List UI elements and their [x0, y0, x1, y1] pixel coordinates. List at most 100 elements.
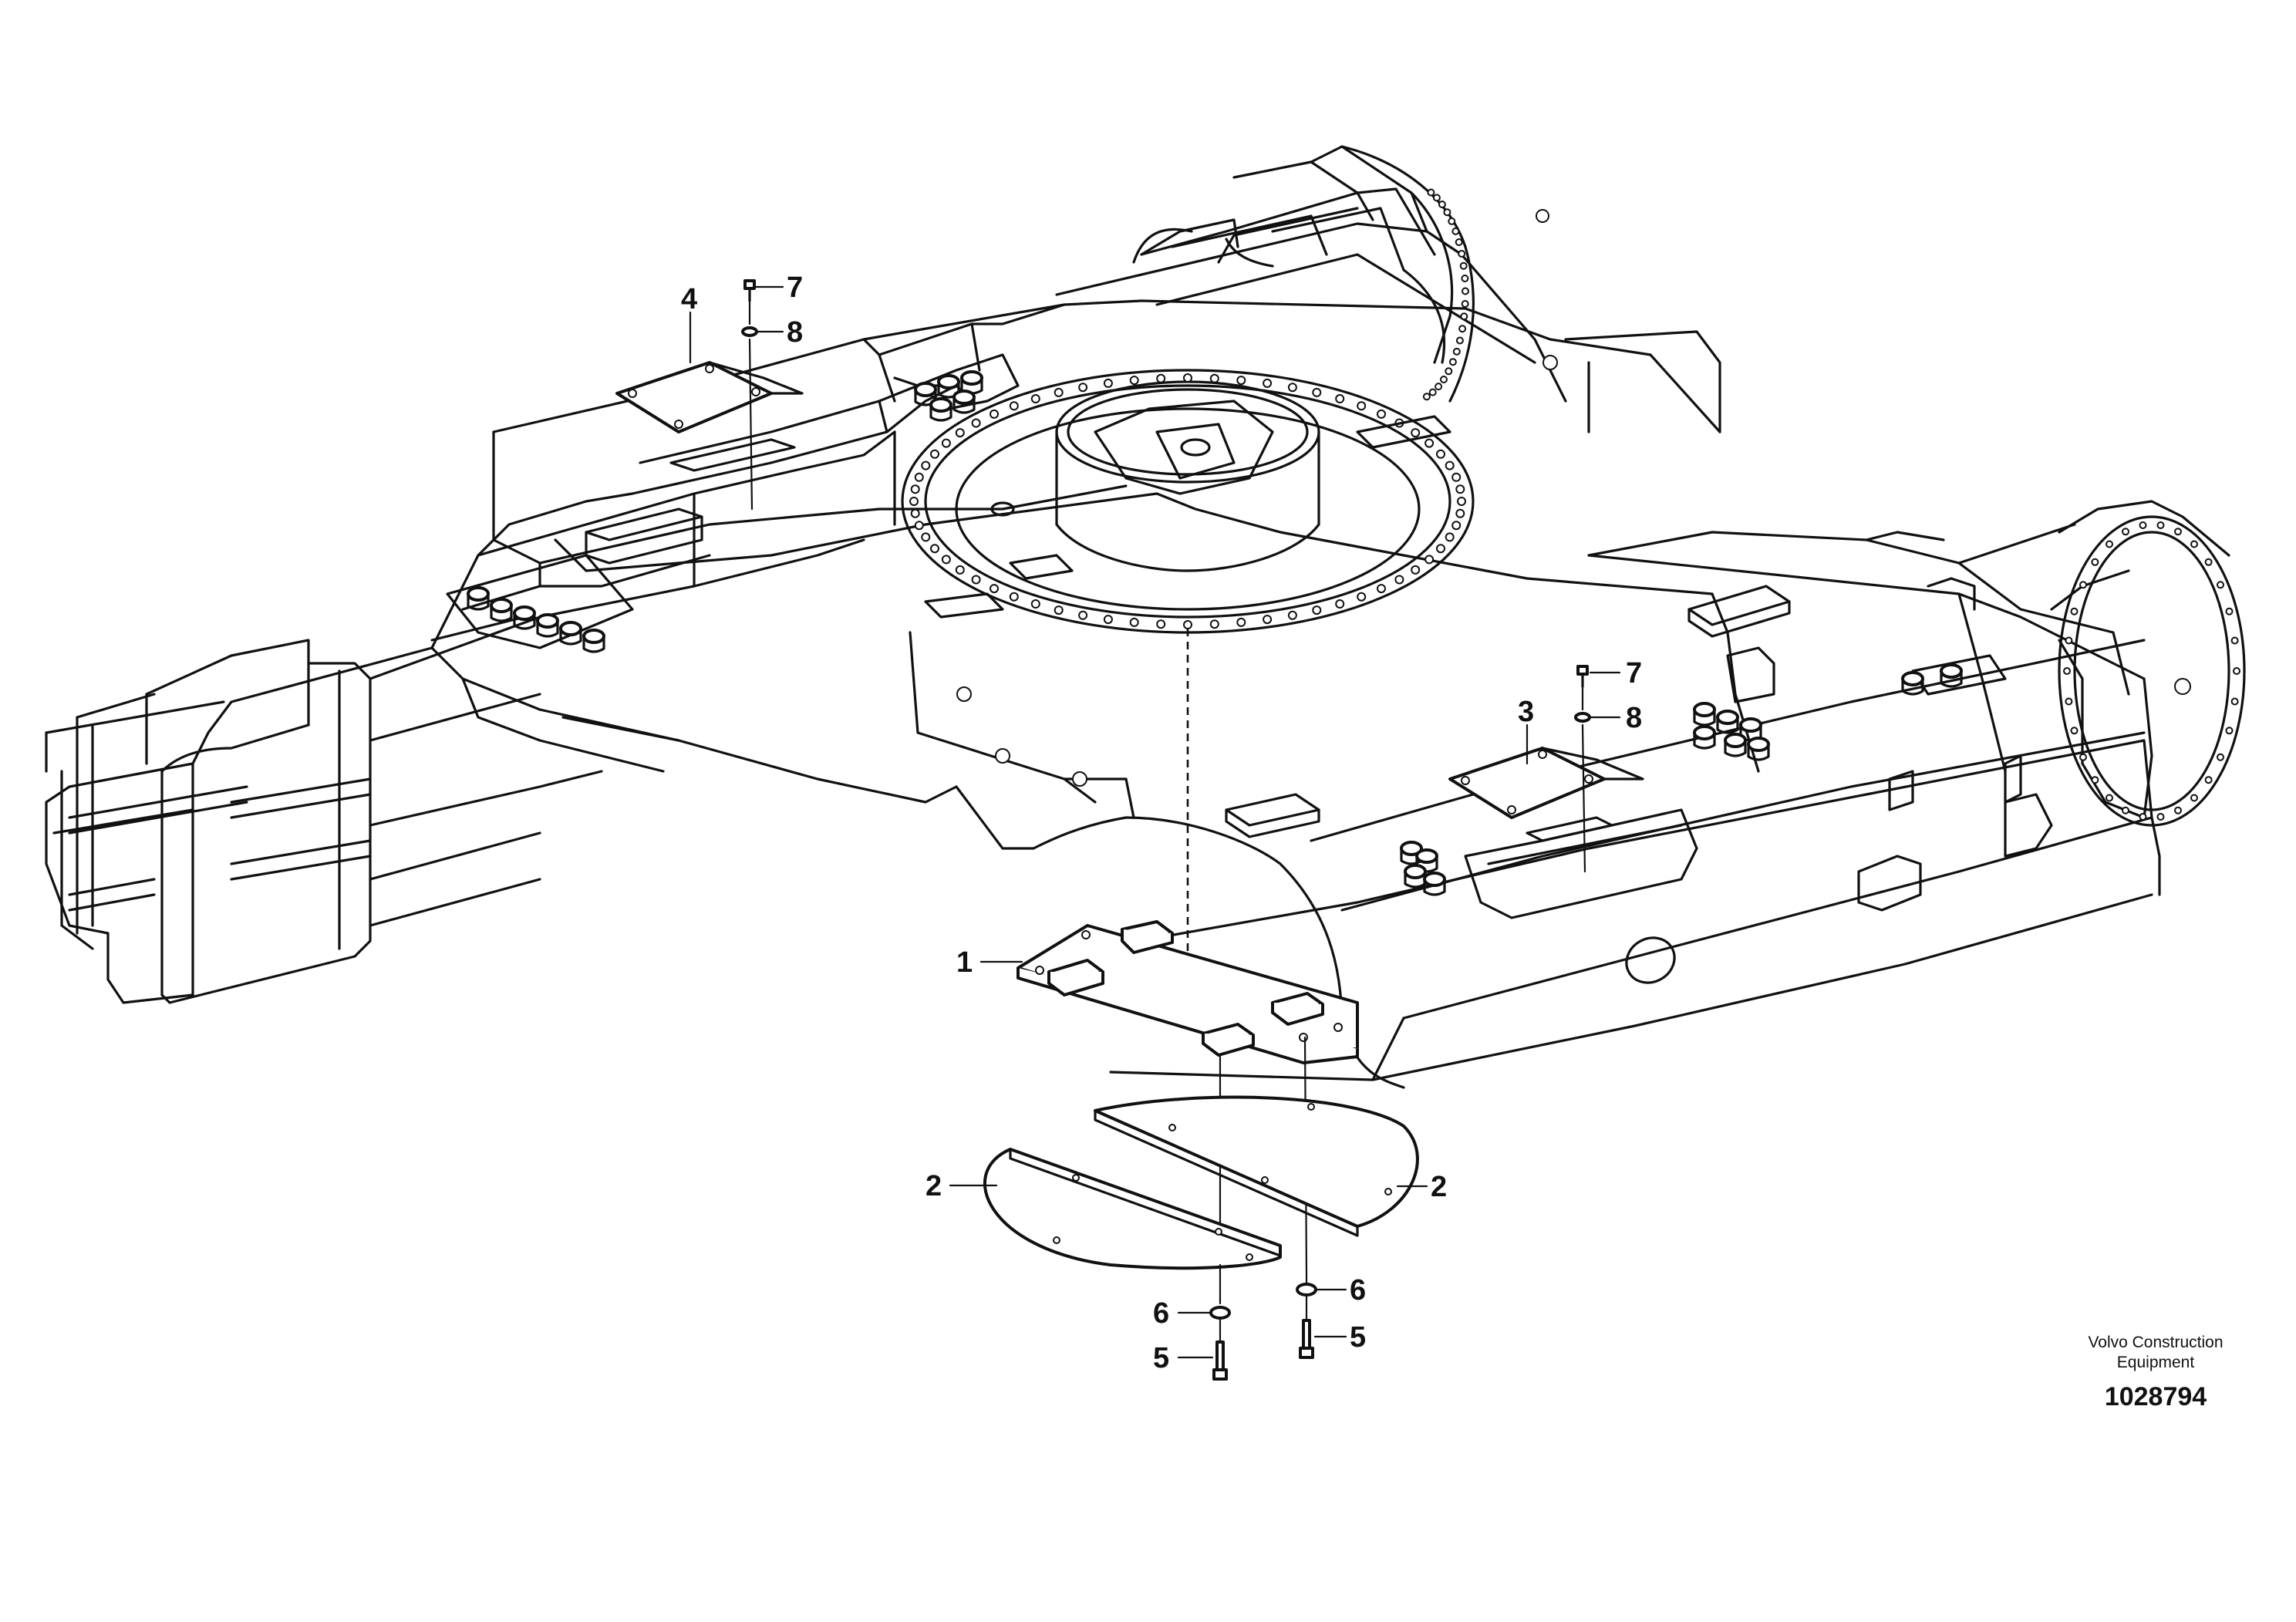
wheel-hole [1461, 275, 1469, 282]
wheel-hole [2230, 697, 2239, 706]
wheel-hole [2091, 776, 2099, 784]
bolt-hole [1209, 373, 1219, 383]
hex-bolt-body [929, 403, 952, 422]
figure-number: 1028794 [2104, 1382, 2207, 1411]
hex-bolt-body [1747, 743, 1770, 761]
bolt-hole [1054, 605, 1064, 615]
wheel-hole [2139, 813, 2147, 821]
hex-bolt-body [1940, 669, 1963, 688]
plate-1 [1017, 920, 1359, 1064]
hex-bolt [1940, 663, 1963, 679]
wheel-hole [2217, 581, 2224, 589]
hex-bolt-body [490, 604, 513, 622]
callout-5-right: 5 [1350, 1321, 1366, 1354]
bolt-hole [941, 438, 951, 448]
callout-8-top: 8 [787, 316, 803, 349]
wheel-hole [2079, 581, 2087, 589]
brand-name-line-1: Volvo Construction [2088, 1334, 2224, 1351]
bolt-hole [1054, 387, 1064, 397]
bolt-hole [921, 532, 931, 542]
bolt-hole [1424, 555, 1435, 565]
brand-name-line-2: Equipment [2116, 1354, 2195, 1371]
bolt-hole [1424, 438, 1435, 448]
bolt-hole [955, 428, 965, 438]
bolt-hole [990, 584, 999, 594]
bolt-hole [1455, 484, 1465, 494]
wheel-hole [2065, 697, 2073, 706]
wheel-hole [1462, 287, 1469, 295]
hex-bolt [582, 629, 605, 644]
wheel-hole [1445, 367, 1453, 376]
hex-bolt-body [536, 619, 559, 638]
hex-bolt [1901, 671, 1924, 686]
bolt-5-right [1299, 1319, 1314, 1359]
wheel-hole [2204, 558, 2213, 566]
callout-2-left: 2 [925, 1170, 942, 1202]
bolt-hole [1236, 617, 1246, 627]
bolt-hole [930, 449, 939, 459]
hex-bolt-body [1716, 716, 1739, 734]
leader-lines [689, 285, 1621, 1359]
bolt-hole [1030, 599, 1040, 609]
hex-bolt-body [1901, 677, 1924, 696]
bolt-hole [909, 497, 919, 506]
bolt-hole [1377, 584, 1386, 594]
hex-bolt [513, 605, 536, 621]
hex-bolt [929, 397, 952, 413]
hex-bolt [937, 374, 960, 389]
wheel-hole [2070, 607, 2079, 615]
bolt-hole [971, 418, 981, 428]
wheel-hole [1460, 312, 1468, 321]
hex-bolt-body [559, 627, 582, 646]
wheel-hole [2174, 806, 2182, 814]
bolt-hole [1236, 376, 1246, 386]
bolt-hole [1287, 610, 1297, 620]
wheel-hole [1459, 261, 1468, 270]
wheel-hole [1458, 325, 1467, 333]
bolt-hole [1457, 497, 1466, 506]
bolt-hole [914, 472, 924, 482]
wheel-hole [2217, 753, 2224, 761]
bolt-hole [1451, 521, 1462, 531]
bolt-hole [1183, 373, 1192, 383]
bolt-hole [1436, 544, 1445, 554]
bearing-bolt-holes [909, 188, 2240, 821]
bolt-hole [1263, 378, 1273, 388]
wheel-hole [1428, 388, 1437, 396]
bolt-hole [1394, 575, 1404, 585]
hex-bolt-body [1693, 731, 1716, 750]
hex-bolt-body [1423, 878, 1446, 896]
bolt-hole [1451, 472, 1462, 482]
wheel-hole [2225, 727, 2234, 735]
bolt-hole [1078, 383, 1088, 393]
hex-bolt [1404, 864, 1427, 879]
bolt-hole [1445, 460, 1455, 470]
wheel-hole [1455, 336, 1464, 345]
washer-6-right [1296, 1283, 1317, 1297]
wheel-hole [2106, 794, 2113, 802]
bolt-hole [1009, 592, 1019, 602]
bolt-hole [1357, 401, 1367, 411]
wheel-hole [2233, 667, 2240, 675]
bolt-hole [1377, 409, 1386, 419]
bolt-hole [914, 521, 924, 531]
bolt-hole [1183, 620, 1192, 629]
wheel-hole [1422, 393, 1431, 401]
bolt-hole [1312, 387, 1322, 397]
bolt-hole [1287, 383, 1297, 393]
bolt-hole [1411, 428, 1421, 438]
bolt-hole [1335, 394, 1345, 403]
bolt-hole [1436, 449, 1445, 459]
bolt-hole [941, 555, 951, 565]
bolt-hole [1103, 615, 1113, 625]
hex-bolt-body [513, 612, 536, 630]
bolt-hole [1156, 619, 1166, 629]
bolt-hole [990, 409, 999, 419]
wheel-hole [1461, 300, 1469, 308]
hex-bolt-body [467, 592, 490, 611]
bolt-hole [1335, 599, 1345, 609]
wheel-hole [2065, 636, 2073, 645]
wheel-hole [2106, 540, 2113, 548]
wheel-hole [2225, 607, 2234, 615]
